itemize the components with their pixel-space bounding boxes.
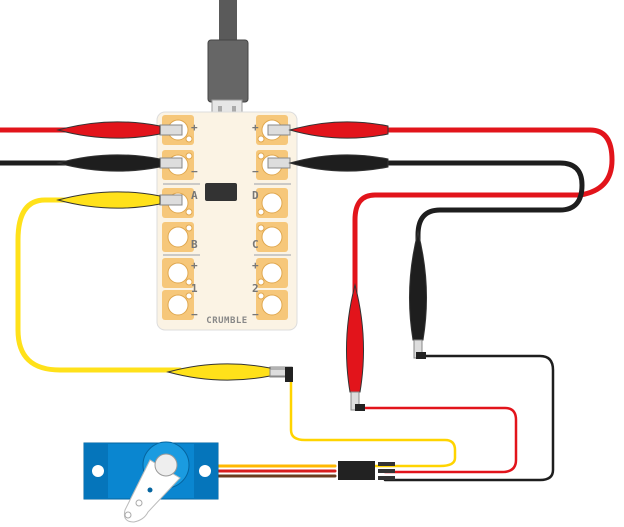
- red-jumper: [360, 406, 518, 474]
- label-left-minus-2: −: [191, 308, 198, 321]
- right-red-wire: [352, 127, 615, 303]
- label-2: 2: [252, 282, 259, 295]
- label-b: B: [191, 238, 198, 251]
- pad-right-2[interactable]: [256, 188, 288, 218]
- red-vertical-croc-clip: [345, 283, 365, 411]
- yellow-wire-servo: [289, 380, 457, 468]
- chip: [205, 183, 237, 201]
- label-right-plus: +: [252, 121, 259, 134]
- board-brand: CRUMBLE: [206, 316, 247, 326]
- crumble-board: + − A B + 1 − + − D C + 2 − CRUMBLE: [156, 111, 298, 331]
- label-a: A: [191, 189, 198, 202]
- servo-connector: [338, 461, 395, 480]
- pad-left-3[interactable]: [162, 222, 194, 252]
- pad-right-5[interactable]: [256, 290, 288, 320]
- pad-right-3[interactable]: [256, 222, 288, 252]
- label-d: D: [252, 189, 259, 202]
- label-right-plus-2: +: [252, 259, 259, 272]
- usb-cable: [207, 0, 249, 129]
- pad-left-5[interactable]: [162, 290, 194, 320]
- black-jumper: [383, 354, 555, 482]
- pad-left-4[interactable]: [162, 258, 194, 288]
- yellow-wire-a: [15, 197, 183, 373]
- right-black-wire: [377, 160, 585, 253]
- label-c: C: [252, 238, 259, 251]
- right-red-croc-clip: [267, 121, 389, 139]
- label-left-plus-2: +: [191, 259, 198, 272]
- label-1: 1: [191, 282, 198, 295]
- left-red-croc-clip: [56, 121, 183, 139]
- left-black-croc-clip: [56, 154, 183, 172]
- right-black-croc-clip: [267, 154, 389, 172]
- label-left-minus: −: [191, 165, 198, 178]
- black-vertical-croc-clip: [408, 230, 428, 359]
- yellow-croc-clip-a: [56, 191, 183, 209]
- label-left-plus: +: [191, 121, 198, 134]
- label-right-minus: −: [252, 165, 259, 178]
- pad-right-4[interactable]: [256, 258, 288, 288]
- label-right-minus-2: −: [252, 308, 259, 321]
- servo-motor: [83, 441, 219, 523]
